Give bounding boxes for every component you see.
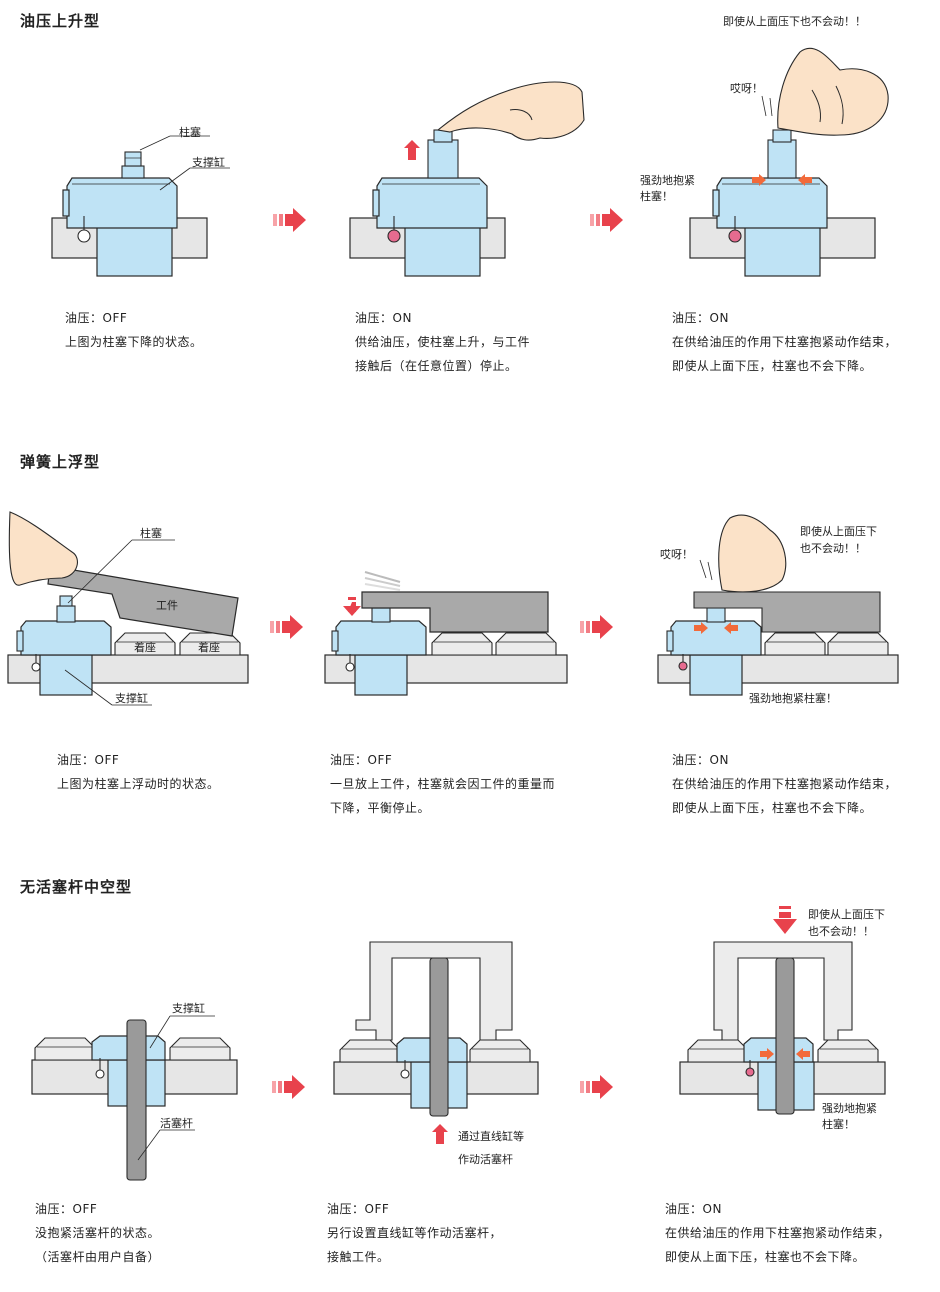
s1-panel1-figure: [51, 135, 230, 277]
section-title: 油压上升型: [20, 12, 101, 30]
label-ouch: 哎呀！: [660, 548, 693, 561]
label-grip-2: 柱塞！: [640, 190, 673, 203]
section-title: 弹簧上浮型: [20, 453, 101, 471]
label-no-drop-2: 也不会动！！: [800, 542, 866, 555]
desc-line: 在供给油压的作用下柱塞抱紧动作结束，: [672, 777, 898, 791]
step-arrow-2a: [270, 615, 303, 639]
s3-panel3-description: 油压：ON 在供给油压的作用下柱塞抱紧动作结束， 即使从上面下压，柱塞也不会下降…: [665, 1197, 890, 1269]
s1-panel3-description: 油压：ON 在供给油压的作用下柱塞抱紧动作结束， 即使从上面下压，柱塞也不会下降…: [672, 306, 897, 378]
desc-line: 供给油压，使柱塞上升，与工件: [355, 335, 531, 349]
s1-panel3-figure: [689, 47, 889, 277]
s2-panel3-description: 油压：ON 在供给油压的作用下柱塞抱紧动作结束， 即使从上面下压，柱塞也不会下降…: [672, 748, 897, 820]
desc-line: 油压：ON: [672, 753, 729, 767]
s3-panel1-figure: [31, 1015, 238, 1181]
desc-line: 油压：OFF: [327, 1202, 390, 1216]
s2-panel1-figure: [7, 511, 249, 706]
section-title: 无活塞杆中空型: [20, 878, 133, 896]
desc-line: 上图为柱塞下降的状态。: [65, 335, 203, 349]
label-no-drop-1: 即使从上面压下: [800, 525, 877, 538]
label-ouch: 哎呀！: [730, 82, 763, 95]
label-cylinder: 支撑缸: [192, 156, 225, 169]
s1-panel2-figure: [349, 81, 585, 277]
desc-line: 油压：OFF: [65, 311, 128, 325]
desc-line: 即使从上面下压，柱塞也不会下降。: [672, 359, 873, 373]
desc-line: 即使从上面下压，柱塞也不会下降。: [665, 1250, 866, 1264]
label-seat: 着座: [198, 641, 220, 654]
s3-panel2-description: 油压：OFF 另行设置直线缸等作动活塞杆， 接触工件。: [327, 1197, 502, 1269]
label-no-drop-2: 也不会动！！: [808, 925, 874, 938]
desc-line: 没抱紧活塞杆的状态。: [35, 1226, 161, 1240]
label-linear-2: 作动活塞杆: [458, 1153, 513, 1166]
label-workpiece: 工件: [156, 599, 178, 612]
s3-panel1-description: 油压：OFF 没抱紧活塞杆的状态。 （活塞杆由用户自备）: [35, 1197, 160, 1269]
step-arrow-3a: [272, 1075, 305, 1099]
desc-line: 一旦放上工件，柱塞就会因工件的重量而: [330, 777, 556, 791]
label-piston-rod: 活塞杆: [160, 1117, 193, 1130]
s1-panel2-description: 油压：ON 供给油压，使柱塞上升，与工件 接触后（在任意位置）停止。: [355, 306, 530, 378]
label-linear-1: 通过直线缸等: [458, 1130, 524, 1143]
label-no-drop: 即使从上面压下也不会动！！: [723, 15, 866, 28]
step-arrow-2b: [580, 615, 613, 639]
s2-panel2-figure: [324, 571, 568, 696]
desc-line: 接触后（在任意位置）停止。: [355, 359, 518, 373]
desc-line: 油压：ON: [672, 311, 729, 325]
label-grip-2: 柱塞！: [822, 1118, 855, 1131]
label-cylinder: 支撑缸: [172, 1002, 205, 1015]
step-arrow-3b: [580, 1075, 613, 1099]
s1-panel1-description: 油压：OFF 上图为柱塞下降的状态。: [65, 306, 203, 354]
label-plunger: 柱塞: [179, 126, 201, 139]
s3-panel3-figure: [679, 906, 886, 1115]
desc-line: 油压：ON: [355, 311, 412, 325]
desc-line: 油压：OFF: [330, 753, 393, 767]
label-cylinder: 支撑缸: [115, 692, 148, 705]
label-grip-1: 强劲地抱紧: [822, 1102, 877, 1115]
desc-line: 油压：ON: [665, 1202, 722, 1216]
label-grip-1: 强劲地抱紧: [640, 174, 695, 187]
label-plunger: 柱塞: [140, 527, 162, 540]
s2-panel2-description: 油压：OFF 一旦放上工件，柱塞就会因工件的重量而 下降，平衡停止。: [330, 748, 555, 820]
desc-line: 即使从上面下压，柱塞也不会下降。: [672, 801, 873, 815]
desc-line: 油压：OFF: [35, 1202, 98, 1216]
step-arrow-1a: [273, 208, 306, 232]
desc-line: 上图为柱塞上浮动时的状态。: [57, 777, 220, 791]
desc-line: 在供给油压的作用下柱塞抱紧动作结束，: [672, 335, 898, 349]
desc-line: （活塞杆由用户自备）: [35, 1250, 161, 1264]
step-arrow-1b: [590, 208, 623, 232]
s2-panel3-figure: [657, 514, 899, 696]
desc-line: 接触工件。: [327, 1250, 390, 1264]
label-grip: 强劲地抱紧柱塞！: [749, 692, 837, 705]
desc-line: 在供给油压的作用下柱塞抱紧动作结束，: [665, 1226, 891, 1240]
label-no-drop-1: 即使从上面压下: [808, 908, 885, 921]
desc-line: 另行设置直线缸等作动活塞杆，: [327, 1226, 503, 1240]
label-seat: 着座: [134, 641, 156, 654]
s2-panel1-description: 油压：OFF 上图为柱塞上浮动时的状态。: [57, 748, 220, 796]
s3-panel2-figure: [333, 941, 539, 1144]
desc-line: 油压：OFF: [57, 753, 120, 767]
desc-line: 下降，平衡停止。: [330, 801, 431, 815]
